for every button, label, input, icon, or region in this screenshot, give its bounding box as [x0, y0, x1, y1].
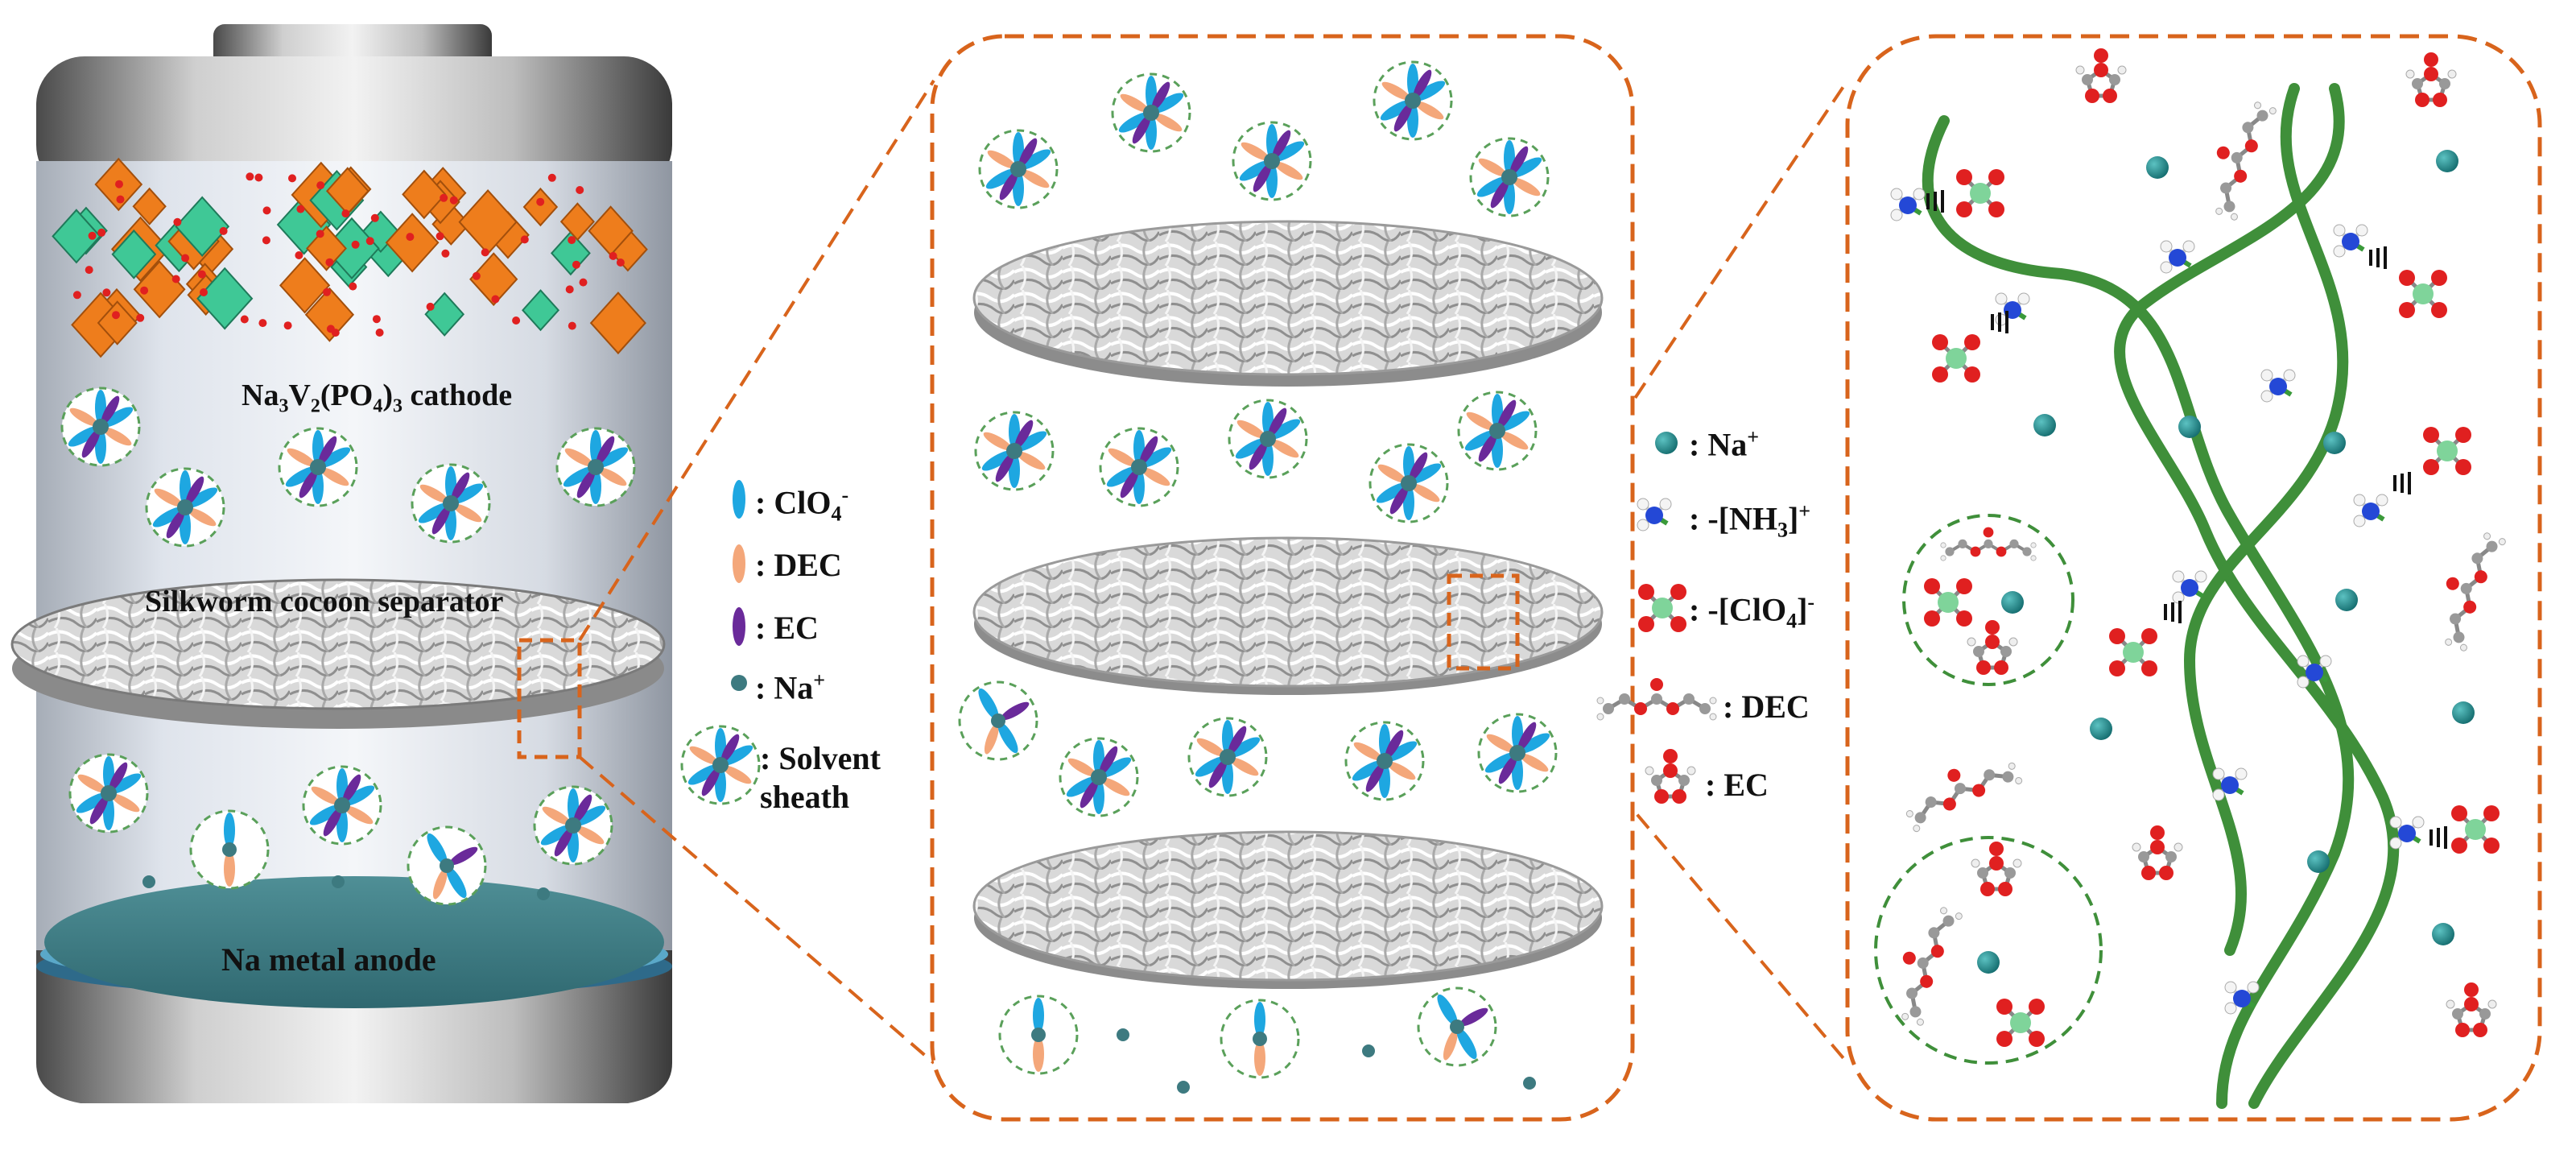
cathode-oxygen-atom [115, 180, 123, 188]
separator-label: Silkworm cocoon separator [145, 586, 503, 617]
cathode-oxygen-atom [288, 174, 296, 182]
cathode-oxygen-atom [172, 275, 180, 283]
cathode-oxygen-atom [450, 196, 458, 205]
cathode-oxygen-atom [241, 316, 249, 324]
cathode-oxygen-atom [440, 194, 448, 202]
cathode-oxygen-atom [352, 241, 360, 249]
legend-right-dec: : DEC [1723, 691, 1810, 723]
cathode-oxygen-atom [481, 248, 489, 256]
legend-right-clo4: : -[ClO4]- [1689, 592, 1814, 631]
legend-left-icons [682, 480, 759, 804]
cathode-oxygen-atom [609, 252, 617, 260]
cathode-oxygen-atom [491, 296, 499, 304]
cathode-oxygen-atom [73, 291, 81, 299]
cathode-oxygen-atom [112, 311, 120, 319]
cathode-oxygen-atom [262, 236, 270, 244]
nh3-group-icon [1637, 498, 1671, 531]
legend-left-clo4: : ClO4- [755, 485, 848, 524]
cathode-oxygen-atom [568, 236, 576, 244]
cathode-oxygen-atom [536, 198, 544, 206]
legend-left-sheath: : Solvent sheath [760, 739, 889, 817]
cathode-oxygen-atom [576, 186, 584, 194]
middle-separator-mid [974, 538, 1602, 695]
middle-separator-top [974, 221, 1602, 387]
clo4-molecule-icon [1638, 584, 1686, 632]
na-ion-icon [1655, 432, 1678, 454]
cathode-oxygen-atom [200, 288, 208, 296]
right-zoom-panel [1847, 36, 2540, 1119]
cathode-oxygen-atom [349, 283, 357, 291]
cathode-oxygen-atom [102, 288, 110, 296]
cathode-oxygen-atom [296, 205, 304, 213]
cathode-oxygen-atom [316, 230, 324, 238]
legend-right-na: : Na+ [1689, 427, 1759, 461]
ec-swatch-icon [733, 607, 745, 646]
legend-right-nh3: : -[NH3]+ [1689, 501, 1810, 540]
ec-molecule-icon [1645, 749, 1695, 804]
cathode-oxygen-atom [376, 329, 384, 337]
cathode-oxygen-atom [512, 316, 520, 325]
cathode-oxygen-atom [246, 172, 254, 180]
cathode-oxygen-atom [617, 259, 625, 267]
cathode-oxygen-atom [323, 288, 331, 296]
cathode-oxygen-atom [117, 196, 125, 204]
cathode-oxygen-atom [366, 237, 374, 245]
cathode-oxygen-atom [198, 271, 206, 279]
cathode-oxygen-atom [373, 315, 381, 323]
cathode-oxygen-atom [316, 181, 324, 189]
cathode-oxygen-atom [521, 235, 529, 243]
na-swatch-icon [731, 675, 747, 691]
cathode-oxygen-atom [473, 272, 481, 280]
cathode-oxygen-atom [254, 174, 262, 182]
cathode-oxygen-atom [173, 218, 181, 226]
solvation-cluster-bottom [1876, 838, 2101, 1063]
cathode-oxygen-atom [441, 250, 449, 258]
cathode-oxygen-atom [140, 287, 148, 295]
solvation-cluster-top [1904, 515, 2073, 685]
cathode-oxygen-atom [263, 206, 271, 214]
cathode-oxygen-atom [220, 227, 228, 235]
legend-left-dec: : DEC [755, 549, 842, 581]
middle-separator-bottom [974, 832, 1602, 989]
dec-swatch-icon [733, 544, 745, 583]
cathode-oxygen-atom [97, 229, 105, 237]
cathode-oxygen-atom [427, 303, 435, 311]
cathode-oxygen-atom [85, 266, 93, 274]
legend-right-ec: : EC [1705, 769, 1769, 801]
cathode-oxygen-atom [136, 314, 144, 322]
cathode-oxygen-atom [332, 329, 340, 337]
cathode-label: Na3V2(PO4)3 cathode [242, 380, 512, 416]
anode-label: Na metal anode [221, 944, 436, 976]
clo4-swatch-icon [733, 480, 745, 519]
cathode-oxygen-atom [568, 322, 576, 330]
legend-left-na: : Na+ [755, 670, 825, 704]
cathode-oxygen-atom [181, 254, 189, 263]
cathode-crystal [53, 159, 647, 357]
cathode-oxygen-atom [580, 279, 588, 287]
cathode-oxygen-atom [548, 174, 556, 182]
sheath-swatch-icon [682, 726, 759, 804]
cathode-oxygen-atom [341, 209, 349, 217]
cathode-oxygen-atom [325, 259, 333, 267]
cathode-oxygen-atom [284, 321, 292, 329]
legend-left-ec: : EC [755, 612, 819, 644]
cathode-oxygen-atom [572, 261, 580, 269]
cathode-oxygen-atom [436, 232, 444, 240]
cathode-oxygen-atom [406, 233, 414, 241]
cathode-oxygen-atom [566, 285, 574, 293]
cathode-oxygen-atom [371, 214, 379, 222]
cathode-oxygen-atom [295, 251, 303, 259]
cathode-oxygen-atom [258, 319, 266, 327]
cathode-oxygen-atom [89, 232, 97, 240]
middle-zoom-panel [932, 36, 1633, 1119]
